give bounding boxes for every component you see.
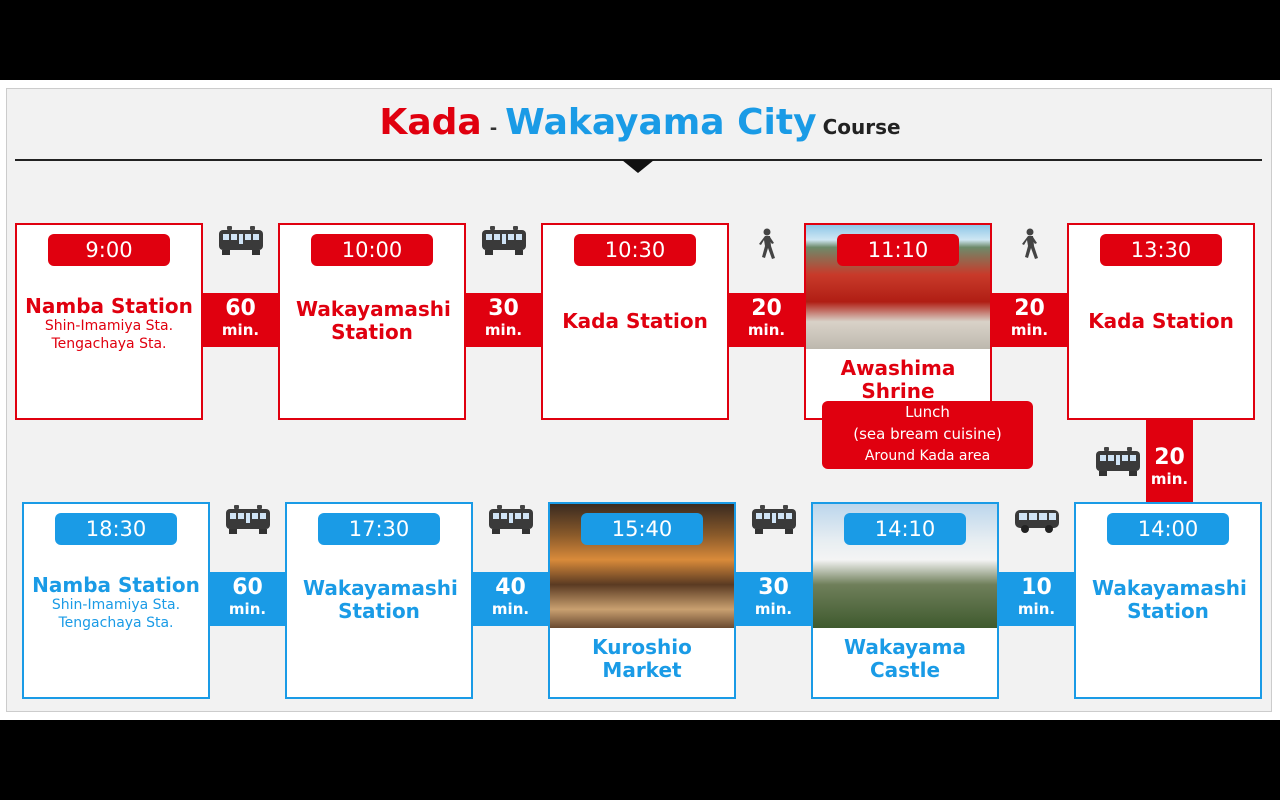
travel-minutes: 20 bbox=[751, 296, 782, 321]
bus-icon bbox=[1013, 504, 1061, 536]
stop-time: 14:10 bbox=[844, 513, 966, 545]
stop-time: 13:30 bbox=[1100, 234, 1222, 266]
stop-time: 14:00 bbox=[1107, 513, 1229, 545]
train-icon bbox=[224, 504, 272, 536]
title-suffix: Course bbox=[822, 115, 901, 139]
stop-name: Awashima Shrine bbox=[840, 356, 956, 403]
stop-name: Wakayamashi Station bbox=[1092, 576, 1247, 623]
travel-unit: min. bbox=[754, 600, 793, 618]
train-icon bbox=[217, 225, 265, 257]
stop-name: Kada Station bbox=[562, 309, 708, 333]
travel-unit: min. bbox=[221, 321, 260, 339]
train-icon bbox=[480, 225, 528, 257]
travel-unit: min. bbox=[228, 600, 267, 618]
travel-minutes: 40 bbox=[495, 575, 526, 600]
divider-arrow bbox=[622, 160, 654, 173]
travel-minutes: 20 bbox=[1154, 445, 1185, 470]
train-icon bbox=[1094, 446, 1142, 478]
stop-name: Wakayamashi Station bbox=[296, 297, 451, 344]
stop-name: Namba Station bbox=[32, 573, 200, 597]
stop-name: Wakayamashi Station bbox=[303, 576, 458, 623]
travel-unit: min. bbox=[747, 321, 786, 339]
stop-name: Namba Station bbox=[25, 294, 193, 318]
title-from: Kada bbox=[379, 102, 482, 143]
travel-minutes: 10 bbox=[1021, 575, 1052, 600]
title-to: Wakayama City bbox=[505, 102, 817, 143]
walk-icon bbox=[743, 225, 791, 259]
stop-name: Wakayama Castle bbox=[844, 635, 966, 682]
lunch-area: Around Kada area bbox=[864, 448, 991, 464]
travel-minutes: 30 bbox=[758, 575, 789, 600]
walk-icon bbox=[1006, 225, 1054, 259]
stop-name: Kada Station bbox=[1088, 309, 1234, 333]
stop-alt-station: Tengachaya Sta. bbox=[58, 615, 174, 631]
travel-unit: min. bbox=[1150, 470, 1189, 488]
stop-time: 9:00 bbox=[48, 234, 170, 266]
lunch-cuisine: (sea bream cuisine) bbox=[853, 425, 1002, 443]
travel-unit: min. bbox=[491, 600, 530, 618]
stop-time: 10:00 bbox=[311, 234, 433, 266]
stop-time: 15:40 bbox=[581, 513, 703, 545]
train-icon bbox=[487, 504, 535, 536]
travel-minutes: 60 bbox=[225, 296, 256, 321]
lunch-note: Lunch (sea bream cuisine) Around Kada ar… bbox=[822, 401, 1033, 469]
stop-alt-station: Shin-Imamiya Sta. bbox=[51, 597, 181, 613]
stop-time: 11:10 bbox=[837, 234, 959, 266]
stop-alt-station: Tengachaya Sta. bbox=[51, 336, 167, 352]
travel-unit: min. bbox=[484, 321, 523, 339]
lunch-label: Lunch bbox=[905, 403, 950, 421]
travel-unit: min. bbox=[1017, 600, 1056, 618]
stop-time: 17:30 bbox=[318, 513, 440, 545]
title-dash: - bbox=[489, 118, 498, 139]
travel-minutes: 20 bbox=[1014, 296, 1045, 321]
stop-alt-station: Shin-Imamiya Sta. bbox=[44, 318, 174, 334]
travel-minutes: 60 bbox=[232, 575, 263, 600]
stop-name: Kuroshio Market bbox=[592, 635, 692, 682]
train-icon bbox=[750, 504, 798, 536]
stop-time: 10:30 bbox=[574, 234, 696, 266]
stop-time: 18:30 bbox=[55, 513, 177, 545]
travel-minutes: 30 bbox=[488, 296, 519, 321]
travel-unit: min. bbox=[1010, 321, 1049, 339]
